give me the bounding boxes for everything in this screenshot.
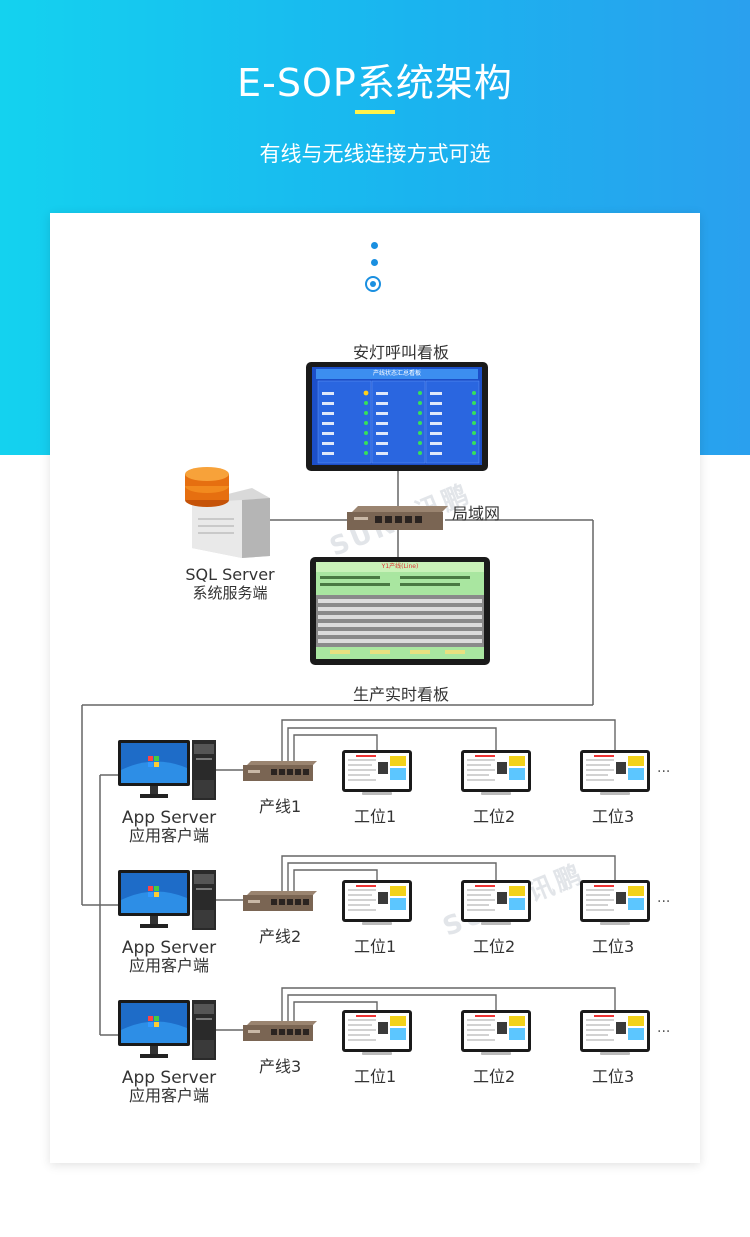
app-server-sub: 应用客户端: [128, 956, 209, 975]
sql-server-icon: [185, 467, 270, 558]
app-server-pc-icon: [118, 740, 216, 800]
title-underline: [355, 110, 395, 114]
station-label: 工位3: [592, 807, 635, 826]
station-tablet-icon: [580, 750, 650, 795]
line-label: 产线3: [259, 1057, 302, 1076]
dot-1: [371, 242, 378, 249]
station-label: 工位1: [354, 1067, 397, 1086]
app-server-sub: 应用客户端: [128, 1086, 209, 1105]
station-tablet-icon: [461, 1010, 531, 1055]
station-tablet-icon: [342, 1010, 412, 1055]
station-label: 工位2: [473, 937, 516, 956]
station-label: 工位1: [354, 937, 397, 956]
app-server-pc-icon: [118, 870, 216, 930]
station-label: 工位1: [354, 807, 397, 826]
station-tablet-icon: [342, 750, 412, 795]
production-label: 生产实时看板: [353, 685, 450, 704]
line-label: 产线1: [259, 797, 302, 816]
line-switch-icon: [243, 891, 317, 911]
connection-lines: [81, 470, 594, 1036]
andon-board-monitor: [306, 362, 488, 471]
app-server-pc-icon: [118, 1000, 216, 1060]
more-ellipsis: ...: [657, 1020, 671, 1036]
production-board-monitor: [310, 557, 490, 665]
station-tablet-icon: [580, 880, 650, 925]
app-server-name: App Server: [121, 938, 217, 958]
station-label: 工位2: [473, 1067, 516, 1086]
station-label: 工位3: [592, 937, 635, 956]
dot-2: [371, 259, 378, 266]
station-lines: [281, 719, 616, 1022]
andon-label: 安灯呼叫看板: [353, 343, 450, 362]
line-switch-icon: [243, 1021, 317, 1041]
more-ellipsis: ...: [657, 890, 671, 906]
station-tablet-icon: [461, 880, 531, 925]
station-tablet-icon: [342, 880, 412, 925]
sql-server-sub: 系统服务端: [192, 584, 268, 602]
lan-label: 局域网: [452, 504, 501, 523]
app-server-name: App Server: [121, 1068, 217, 1088]
line-label: 产线2: [259, 927, 302, 946]
page-subtitle: 有线与无线连接方式可选: [259, 142, 491, 166]
target-dot-icon: [365, 276, 381, 292]
station-label: 工位2: [473, 807, 516, 826]
line-switch-icon: [243, 761, 317, 781]
sql-server-name: SQL Server: [185, 565, 275, 584]
station-tablet-icon: [580, 1010, 650, 1055]
andon-board-title: 产线状态汇总看板: [372, 370, 421, 377]
production-board-title: Y1产线(Line): [381, 563, 419, 570]
station-label: 工位3: [592, 1067, 635, 1086]
lan-switch-icon: [347, 506, 448, 530]
app-server-sub: 应用客户端: [128, 826, 209, 845]
page-title: E-SOP系统架构: [237, 61, 513, 105]
station-tablet-icon: [461, 750, 531, 795]
app-server-name: App Server: [121, 808, 217, 828]
sql-server-label: SQL Server 系统服务端: [170, 565, 290, 603]
more-ellipsis: ...: [657, 760, 671, 776]
